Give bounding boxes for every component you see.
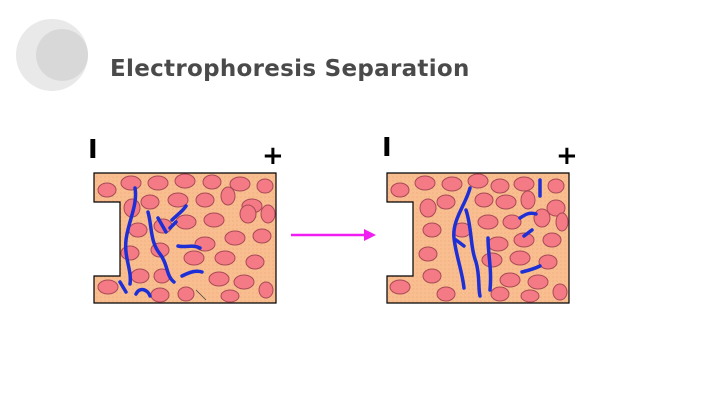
dna-strands — [118, 186, 204, 298]
gel-beads — [389, 173, 569, 303]
dna-strands — [452, 178, 542, 298]
gel-panel-before: I + — [88, 135, 284, 304]
decorative-arc — [16, 18, 88, 91]
gel-panel-after: I + — [382, 133, 578, 304]
migration-arrow — [291, 229, 376, 241]
negative-electrode-label: I — [382, 133, 392, 163]
positive-electrode-label: + — [556, 141, 578, 171]
gel-beads — [97, 173, 276, 303]
negative-electrode-label: I — [88, 135, 98, 165]
page-title: Electrophoresis Separation — [110, 56, 470, 82]
diagram-stroke — [195, 289, 207, 301]
positive-electrode-label: + — [262, 141, 284, 171]
